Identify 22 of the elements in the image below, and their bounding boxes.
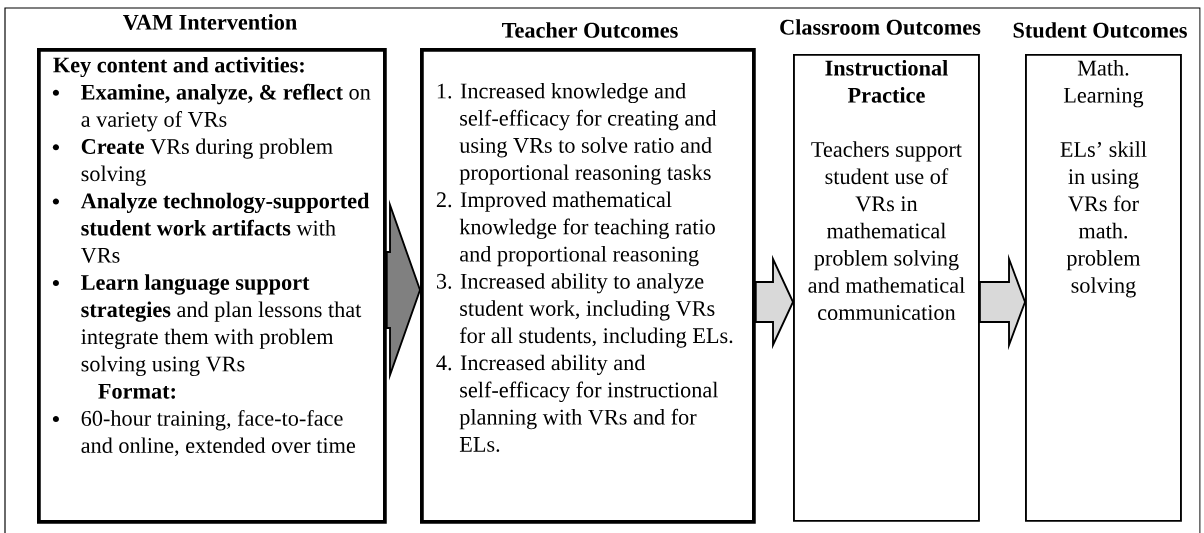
bullet-item: Examine, analyze, & reflect on a variety of VRs xyxy=(52,83,371,132)
body-text: Teachers support student use of VRs in mathematical problem solving and mathematical communication xyxy=(808,141,965,321)
block-arrow xyxy=(754,254,795,350)
bullet-item: Analyze technology-supported student work artifacts with VRs xyxy=(52,192,370,263)
block-arrow xyxy=(978,253,1026,351)
bullet-item: 60-hour training, face-to-face and online, extended over time xyxy=(52,409,356,457)
column-heading: Teacher Outcomes xyxy=(502,22,678,38)
body-text: ELs’ skill in using VRs for math. problem solving xyxy=(1060,141,1147,298)
column-heading: VAM Intervention xyxy=(123,14,297,30)
numbered-item: 4. Increased ability and self-efficacy for instructional planning with VRs and for ELs. xyxy=(436,354,718,452)
block-arrow xyxy=(385,199,421,381)
box-heading: Instructional Practice xyxy=(825,59,948,103)
bullet-item: Learn language support strategies and plan lessons that integrate them with problem solving using VRs xyxy=(52,274,362,377)
bullet-item: Create VRs during problem solving xyxy=(52,138,333,186)
numbered-item: 3. Increased ability to analyze student work, including VRs for all students, including ELs. xyxy=(436,273,733,348)
body-text: Math. Learning xyxy=(1063,59,1144,108)
list-heading: Key content and activities: xyxy=(53,56,304,78)
column-heading: Student Outcomes xyxy=(1013,22,1187,38)
numbered-item: 1. Increased knowledge and self-efficacy for creating and using VRs to solve ratio and proportional reasoning tasks xyxy=(437,82,717,185)
list-heading: Format: xyxy=(98,383,175,399)
column-heading: Classroom Outcomes xyxy=(780,19,981,35)
numbered-item: 2. Improved mathematical knowledge for teaching ratio and proportional reasoning xyxy=(436,191,715,267)
